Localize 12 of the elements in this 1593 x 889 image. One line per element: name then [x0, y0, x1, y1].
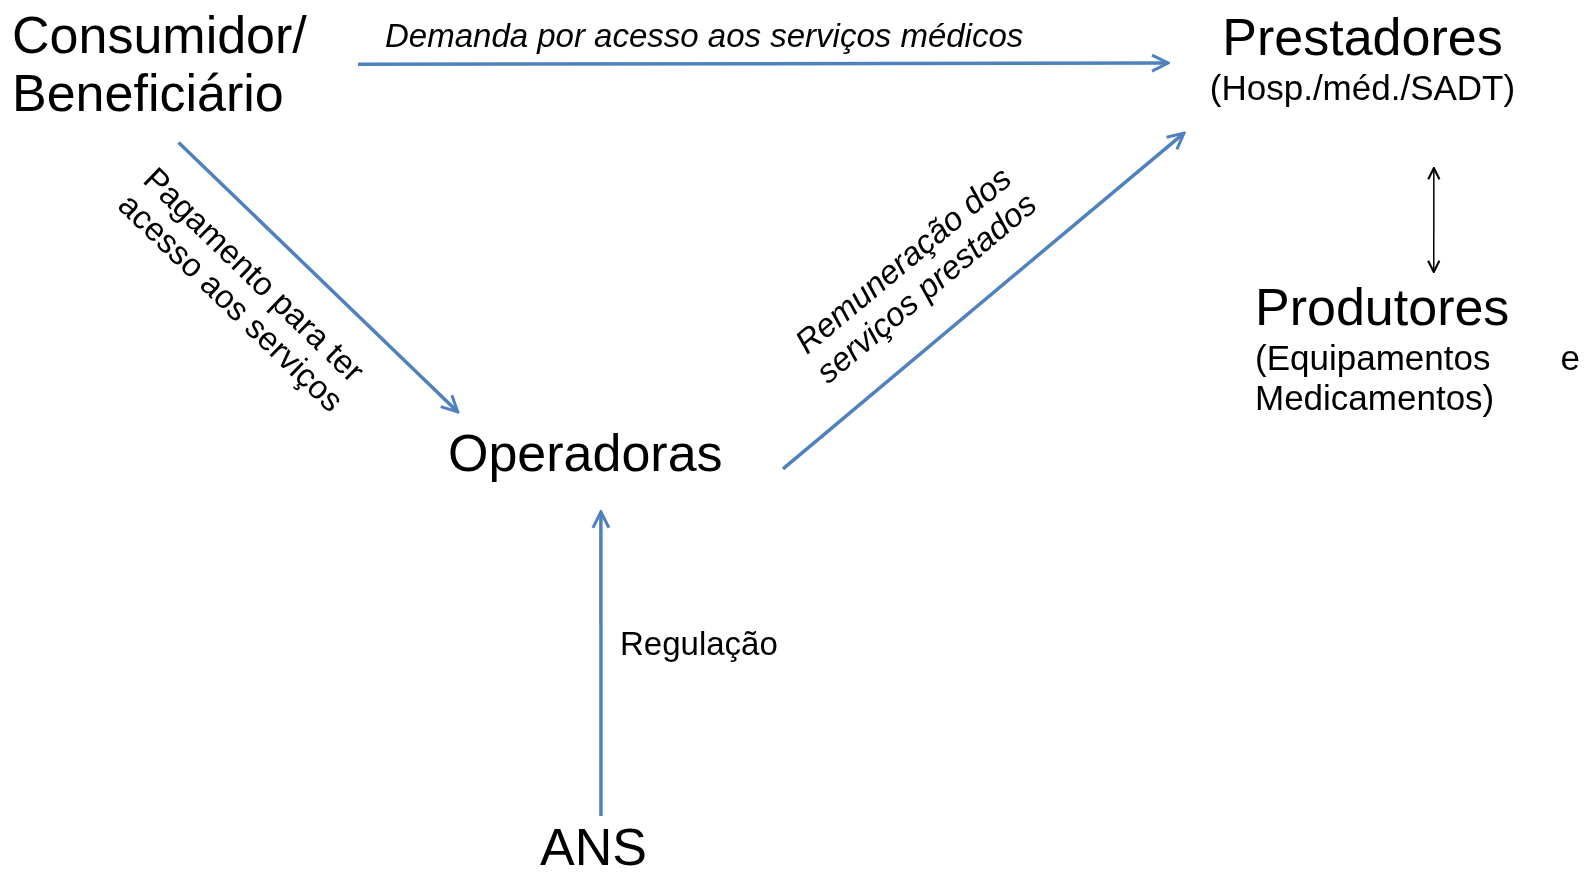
node-label: Consumidor/ Beneficiário	[12, 6, 352, 123]
node-label: Operadoras	[448, 424, 728, 484]
node-subtitle: (Hosp./méd./SADT)	[1208, 67, 1517, 109]
node-label: ANS	[540, 818, 660, 878]
arrow	[177, 141, 460, 414]
arrow	[781, 131, 1186, 471]
node-subtitle: (Equipamentos e Medicamentos)	[1255, 337, 1580, 419]
arrow	[358, 53, 1170, 73]
node-title: Produtores	[1255, 278, 1511, 338]
node-title: Prestadores	[1221, 8, 1504, 68]
arrow	[591, 510, 611, 816]
arrow	[1427, 167, 1441, 274]
